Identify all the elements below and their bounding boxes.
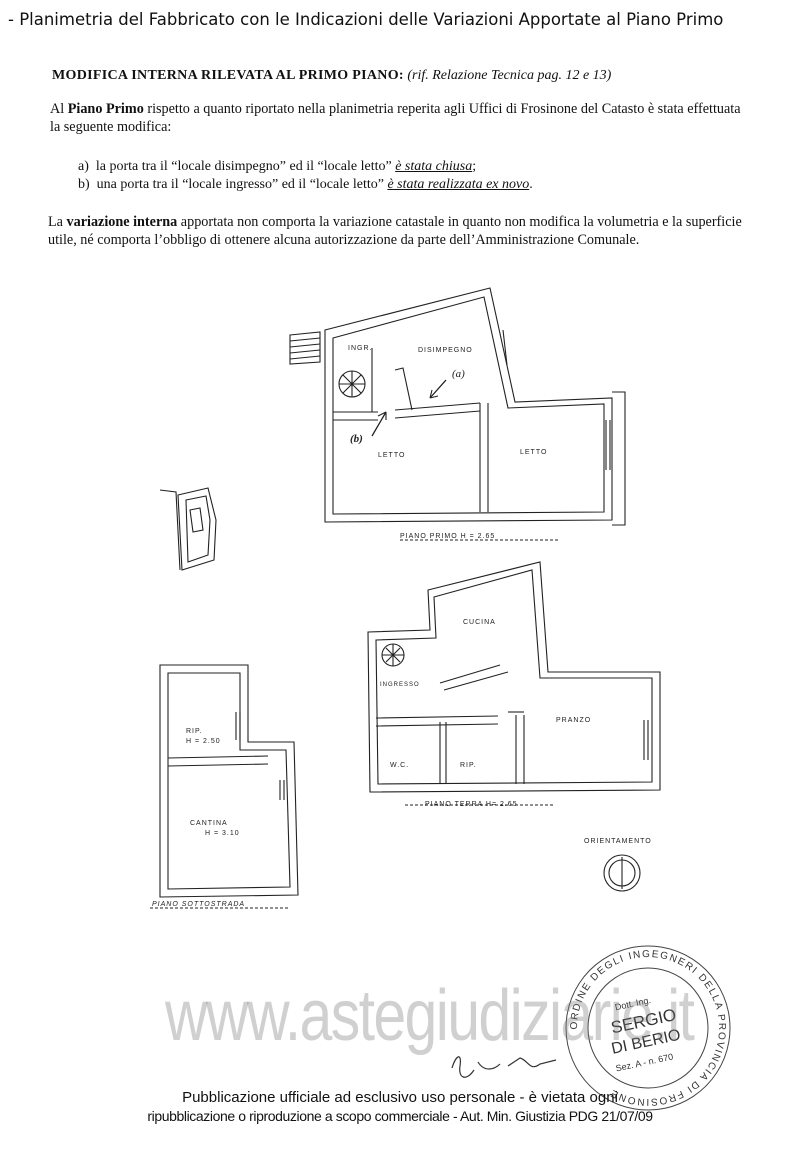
conclusion-prefix: La [48,214,67,230]
section-heading-strong: MODIFICA INTERNA RILEVATA AL PRIMO PIANO… [52,68,404,83]
signature [451,1056,557,1078]
label-letto-right: LETTO [520,449,547,456]
watermark: www.astegiudiziarie.it [165,976,695,1056]
label-cantina-height: H = 3.10 [205,830,240,837]
label-marker-b: (b) [350,433,363,445]
change-item-a: a) la porta tra il “locale disimpegno” e… [78,158,758,176]
label-cucina: CUCINA [463,619,496,626]
label-disimpegno: DISIMPEGNO [418,347,473,354]
label-ingr-first: INGR. [348,345,372,352]
section-heading-ref: (rif. Relazione Tecnica pag. 12 e 13) [407,68,612,83]
change-text: la porta tra il “locale disimpegno” ed i… [95,159,396,174]
compass-icon [603,854,641,892]
label-piano-sottostrada: PIANO SOTTOSTRADA [152,901,245,908]
label-cantina: CANTINA [190,820,228,827]
page-title: - Planimetria del Fabbricato con le Indi… [8,10,724,29]
intro-strong: Piano Primo [67,101,144,117]
footer-line-1: Pubblicazione ufficiale ad esclusivo uso… [182,1089,618,1106]
first-floor-plan [289,287,626,541]
change-list: a) la porta tra il “locale disimpegno” e… [78,158,758,194]
conclusion-strong: variazione interna [66,214,178,230]
change-text: una porta tra il “locale ingresso” ed il… [96,177,388,192]
conclusion-paragraph: La variazione interna apportata non comp… [48,213,758,249]
section-heading: MODIFICA INTERNA RILEVATA AL PRIMO PIANO… [52,68,611,84]
change-item-b: b) una porta tra il “locale ingresso” ed… [78,176,758,194]
change-emph: è stata realizzata ex novo [387,177,530,192]
basement-plan [150,664,299,909]
change-label: a) [78,159,89,174]
ground-floor-plan [367,561,661,806]
label-marker-a: (a) [452,368,465,380]
site-plan-sketch [159,487,217,571]
change-label: b) [78,177,90,192]
conclusion-rest: apportata non comporta la variazione cat… [48,214,742,248]
footer-line-2: ripubblicazione o riproduzione a scopo c… [147,1108,653,1124]
intro-prefix: Al [50,101,68,117]
change-end: . [529,177,533,192]
label-ingresso: INGRESSO [380,682,420,688]
label-piano-terra: PIANO TERRA H= 2.65 [425,801,518,808]
change-end: ; [472,159,477,174]
label-piano-primo: PIANO PRIMO H = 2.65 [400,533,495,540]
label-orientamento: ORIENTAMENTO [584,838,652,845]
intro-rest: rispetto a quanto riportato nella planim… [50,101,741,135]
intro-paragraph: Al Piano Primo rispetto a quanto riporta… [50,100,750,136]
label-pranzo: PRANZO [556,717,591,724]
label-wc: W.C. [390,762,409,769]
label-rip-basement: RIP. [186,728,203,735]
label-letto-left: LETTO [378,452,405,459]
change-emph: è stata chiusa [395,159,473,174]
label-rip-ground: RIP. [460,762,477,769]
label-rip-height: H = 2.50 [186,738,221,745]
